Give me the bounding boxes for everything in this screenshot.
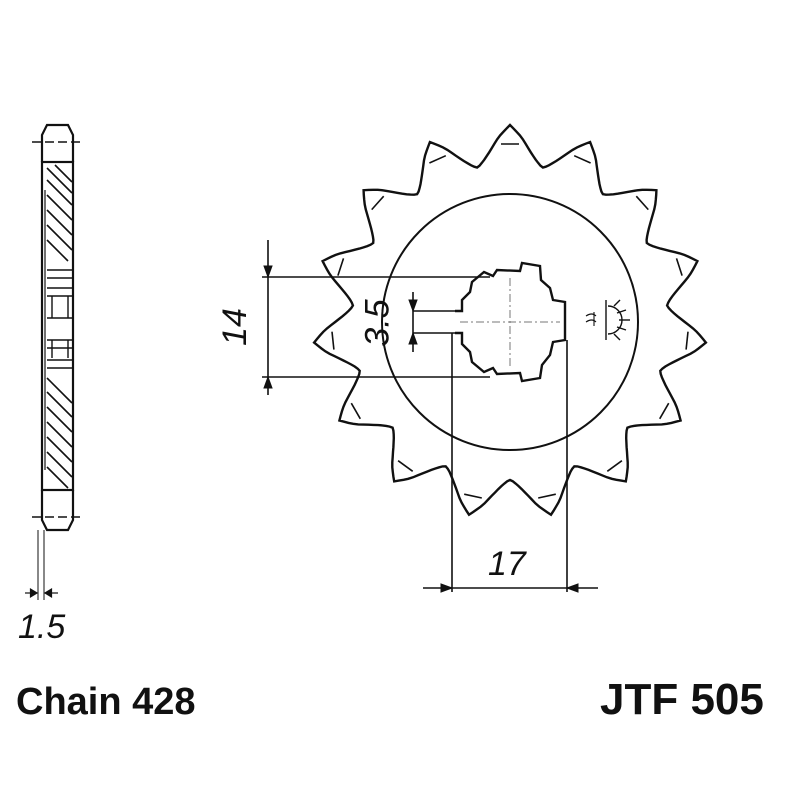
part-number: JTF 505 bbox=[600, 675, 764, 724]
spline-width-label: 17 bbox=[488, 545, 526, 583]
chain-label: Chain 428 bbox=[16, 681, 196, 723]
front-view bbox=[262, 123, 708, 593]
key-width-label: 3.5 bbox=[358, 299, 397, 347]
side-view bbox=[25, 123, 84, 600]
thickness-label: 1.5 bbox=[18, 608, 66, 646]
spline-height-label: 14 bbox=[215, 308, 254, 346]
surface-finish-icon bbox=[585, 299, 630, 341]
